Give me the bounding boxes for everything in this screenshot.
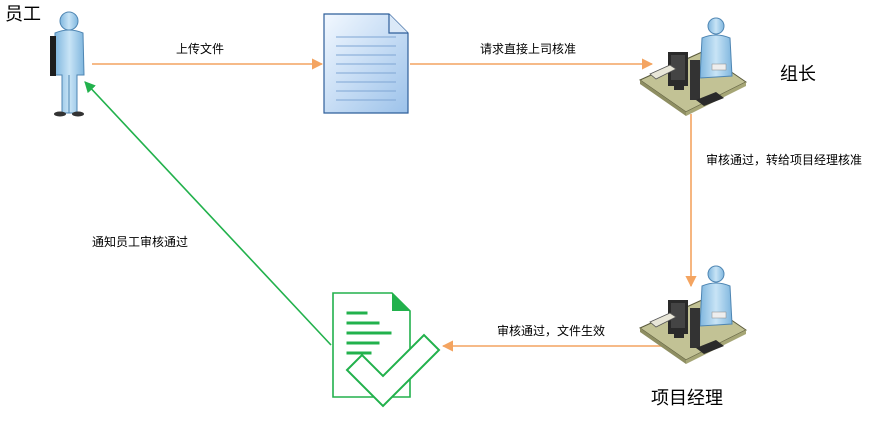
request-approval-label: 请求直接上司核准 — [480, 42, 577, 56]
computer-desk-icon — [638, 265, 747, 364]
manager-approved-label: 审核通过，文件生效 — [497, 324, 606, 338]
leader-approved-label: 审核通过，转给项目经理核准 — [706, 153, 863, 167]
document-icon — [323, 13, 409, 114]
computer-desk-icon — [638, 17, 747, 116]
team-leader-label: 组长 — [780, 64, 816, 85]
upload-label: 上传文件 — [176, 42, 225, 56]
notify-employee-label: 通知员工审核通过 — [92, 235, 189, 249]
project-manager-label: 项目经理 — [651, 388, 723, 409]
person-icon — [50, 11, 85, 117]
employee-label: 员工 — [5, 4, 41, 25]
approved-document-icon — [332, 292, 441, 408]
arrow-notify-employee — [84, 81, 332, 346]
